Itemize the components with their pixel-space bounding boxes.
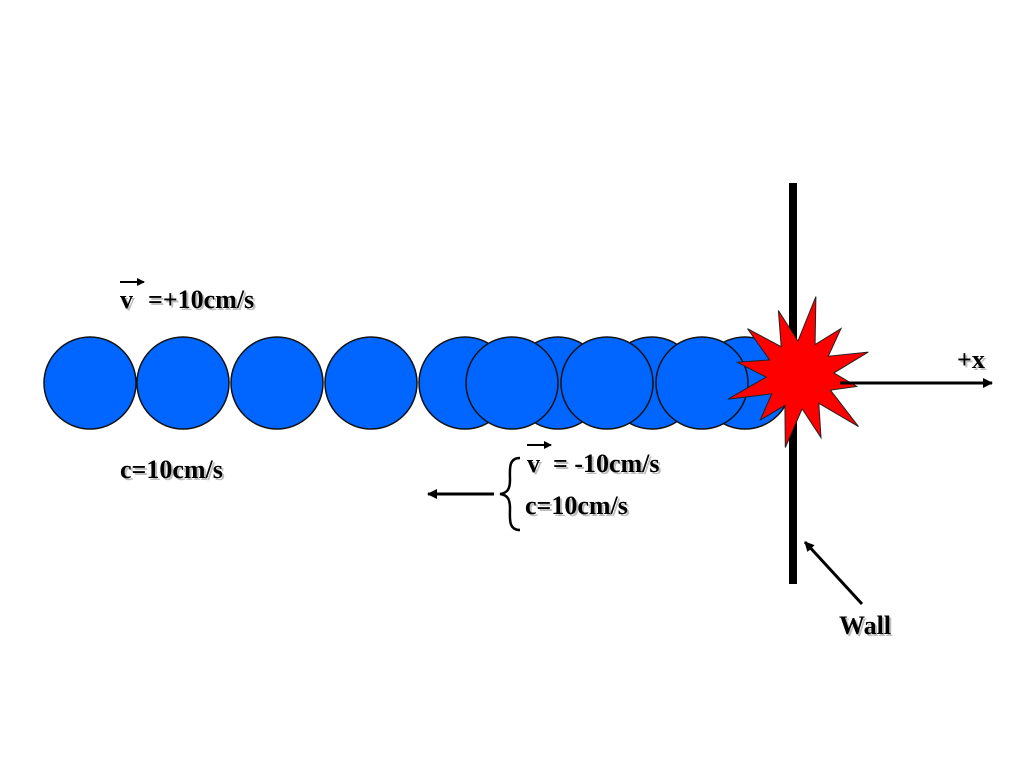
- incoming-velocity-value: =+10cm/s: [148, 285, 254, 314]
- axis-label-shadow: +x: [959, 347, 987, 376]
- reflected-pulse: [655, 336, 749, 430]
- impact-burst-icon: [727, 296, 869, 448]
- reflected-brace: [499, 456, 521, 532]
- incoming-pulse: [230, 336, 324, 430]
- incoming-pulse: [324, 336, 418, 430]
- reflected-velocity-symbol: v: [527, 449, 540, 478]
- incoming-speed-shadow: c=10cm/s: [122, 457, 225, 486]
- incoming-pulse: [136, 336, 230, 430]
- reflected-velocity-value-shadow: = -10cm/s: [555, 451, 662, 480]
- reflected-speed: c=10cm/s: [525, 491, 628, 520]
- reflected-velocity-symbol-shadow: v: [529, 451, 542, 480]
- reflected-speed-shadow: c=10cm/s: [527, 493, 630, 522]
- reflected-pulse: [560, 336, 654, 430]
- reflected-pulses: [465, 336, 749, 430]
- incoming-velocity-symbol-shadow: v: [122, 287, 135, 316]
- incoming-velocity-value-shadow: =+10cm/s: [150, 287, 256, 316]
- reflected-pulse: [465, 336, 559, 430]
- axis-label: +x: [957, 345, 985, 374]
- wall-label: Wall: [839, 611, 891, 640]
- incoming-velocity-symbol: v: [120, 285, 133, 314]
- wall-label-shadow: Wall: [841, 613, 893, 642]
- wall-pointer-arrow: [803, 540, 864, 606]
- reflected-velocity-value: = -10cm/s: [553, 449, 660, 478]
- incoming-speed: c=10cm/s: [120, 455, 223, 484]
- incoming-pulse: [43, 336, 137, 430]
